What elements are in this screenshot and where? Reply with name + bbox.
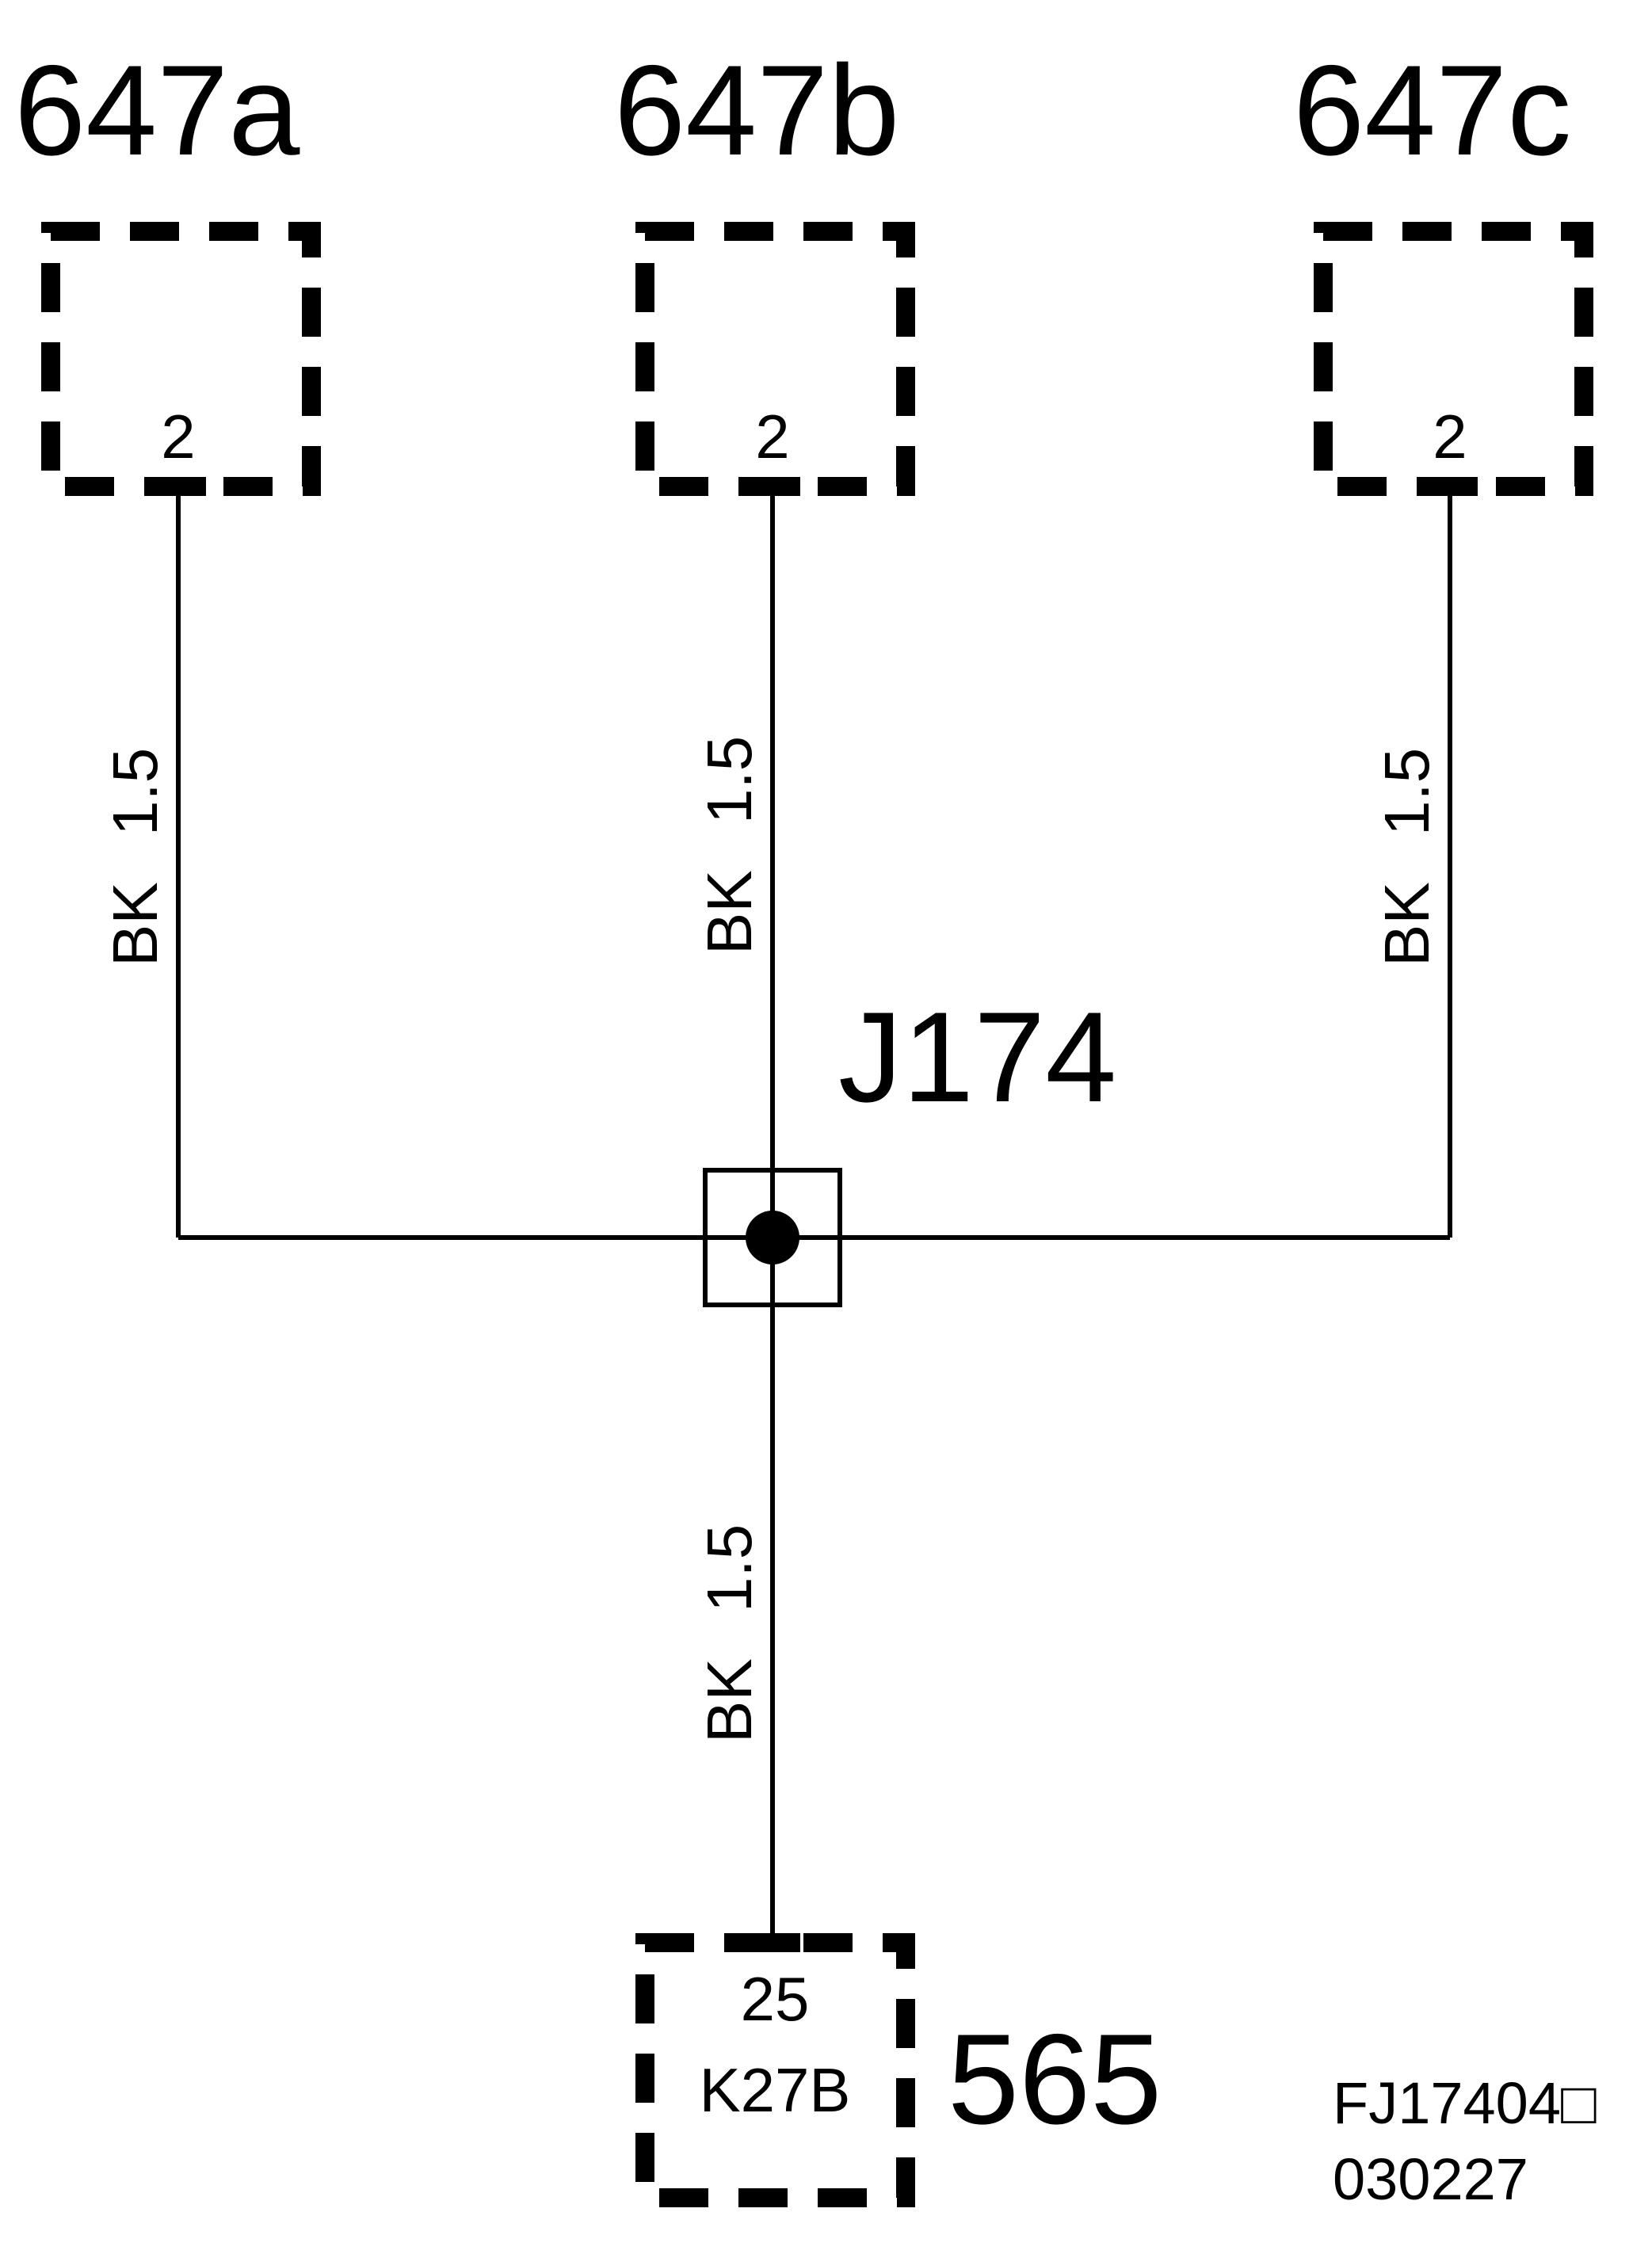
figure-id: FJ17404□	[1333, 2070, 1597, 2136]
wire-647c-color: BK	[1372, 882, 1442, 967]
wire-565-color: BK	[694, 1658, 765, 1743]
connector-647b[interactable]: 647b 2	[614, 39, 915, 496]
connector-647b-name: 647b	[614, 39, 899, 182]
connector-647b-pin: 2	[755, 402, 789, 471]
connector-647c-name: 647c	[1293, 39, 1571, 182]
junction-j174[interactable]: J174	[703, 986, 1116, 1307]
connector-647a-pin: 2	[161, 402, 195, 471]
connector-565-code: K27B	[700, 2055, 851, 2125]
connector-565-pin: 25	[741, 1964, 810, 2034]
junction-j174-name: J174	[838, 986, 1116, 1129]
figure-date: 030227	[1333, 2146, 1528, 2212]
junction-j174-box	[703, 1168, 842, 1307]
wire-647b-size: 1.5	[694, 736, 765, 824]
connector-647c[interactable]: 647c 2	[1293, 39, 1593, 496]
wire-647c-size: 1.5	[1372, 748, 1442, 836]
wire-647a-size: 1.5	[100, 748, 170, 836]
wire-647a-color: BK	[100, 882, 170, 967]
wire-647a-label: BK 1.5	[100, 748, 170, 967]
wire-565-label: BK 1.5	[694, 1524, 765, 1743]
wire-647c-label: BK 1.5	[1372, 748, 1442, 967]
connector-565-box	[635, 1933, 915, 2207]
connector-565-name: 565	[948, 2008, 1162, 2151]
wire-565-size: 1.5	[694, 1524, 765, 1612]
connector-565[interactable]: 25 K27B 565	[635, 1933, 1162, 2207]
junction-j174-dot	[746, 1211, 799, 1264]
connector-647a[interactable]: 647a 2	[14, 39, 321, 496]
wire-647b-color: BK	[694, 870, 765, 955]
connector-647c-pin: 2	[1433, 402, 1467, 471]
wire-647b-label: BK 1.5	[694, 736, 765, 955]
connector-647a-name: 647a	[14, 39, 300, 182]
